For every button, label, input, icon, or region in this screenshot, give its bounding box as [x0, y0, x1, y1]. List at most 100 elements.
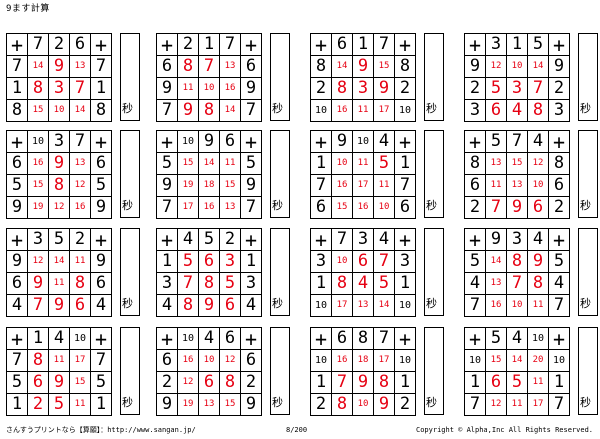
- answer-cell: 8: [374, 372, 395, 394]
- row-number: 9: [465, 56, 486, 78]
- column-number: 7: [374, 34, 395, 56]
- operator-cell: +: [311, 229, 332, 251]
- row-number: 1: [91, 78, 112, 100]
- row-number: 5: [549, 251, 570, 273]
- answer-cell: 11: [178, 78, 199, 100]
- row-number: 7: [241, 197, 262, 219]
- column-number: 2: [178, 34, 199, 56]
- answer-cell: 8: [220, 372, 241, 394]
- answer-cell: 18: [353, 350, 374, 372]
- row-number: 5: [7, 372, 28, 394]
- operator-cell: +: [241, 328, 262, 350]
- answer-cell: 5: [374, 273, 395, 295]
- answer-cell: 11: [507, 394, 528, 416]
- seconds-label: 秒: [272, 102, 283, 115]
- answer-cell: 14: [70, 100, 91, 122]
- answer-cell: 17: [178, 197, 199, 219]
- time-entry-box: [270, 228, 290, 316]
- column-number: 7: [220, 34, 241, 56]
- operator-cell: +: [311, 34, 332, 56]
- answer-cell: 11: [70, 251, 91, 273]
- row-number: 2: [395, 394, 416, 416]
- answer-cell: 3: [220, 251, 241, 273]
- answer-cell: 17: [374, 350, 395, 372]
- time-entry-box: [578, 228, 598, 316]
- operator-cell: +: [311, 328, 332, 350]
- row-number: 7: [311, 175, 332, 197]
- row-number: 5: [91, 175, 112, 197]
- column-number: 7: [332, 229, 353, 251]
- answer-cell: 9: [49, 56, 70, 78]
- time-entry-box: [270, 130, 290, 218]
- column-number: 4: [374, 131, 395, 153]
- answer-cell: 15: [28, 175, 49, 197]
- column-number: 10: [178, 131, 199, 153]
- answer-cell: 4: [353, 273, 374, 295]
- answer-cell: 6: [486, 100, 507, 122]
- answer-cell: 9: [374, 78, 395, 100]
- time-entry-box: [578, 130, 598, 218]
- answer-cell: 12: [486, 56, 507, 78]
- answer-cell: 15: [374, 56, 395, 78]
- row-number: 1: [91, 394, 112, 416]
- operator-cell: +: [91, 131, 112, 153]
- seconds-label: 秒: [272, 396, 283, 409]
- answer-cell: 8: [28, 78, 49, 100]
- answer-cell: 14: [199, 153, 220, 175]
- answer-cell: 9: [353, 56, 374, 78]
- time-entry-box: [120, 327, 140, 415]
- column-number: 4: [178, 229, 199, 251]
- row-number: 2: [311, 394, 332, 416]
- answer-cell: 8: [178, 295, 199, 317]
- answer-cell: 12: [528, 153, 549, 175]
- column-number: 5: [486, 328, 507, 350]
- answer-cell: 3: [353, 78, 374, 100]
- answer-cell: 10: [332, 251, 353, 273]
- answer-cell: 11: [374, 175, 395, 197]
- answer-cell: 14: [49, 251, 70, 273]
- row-number: 4: [549, 273, 570, 295]
- answer-cell: 5: [486, 78, 507, 100]
- seconds-label: 秒: [122, 396, 133, 409]
- answer-cell: 16: [178, 350, 199, 372]
- column-number: 1: [199, 34, 220, 56]
- row-number: 6: [157, 56, 178, 78]
- operator-cell: +: [311, 131, 332, 153]
- answer-cell: 10: [332, 153, 353, 175]
- seconds-label: 秒: [580, 297, 591, 310]
- column-number: 4: [528, 131, 549, 153]
- row-number: 1: [395, 153, 416, 175]
- row-number: 8: [311, 56, 332, 78]
- row-number: 4: [465, 273, 486, 295]
- footer-site-link[interactable]: さんすうプリントなら【算願】：http://www.sangan.jp/: [6, 426, 196, 434]
- answer-cell: 13: [220, 197, 241, 219]
- seconds-label: 秒: [426, 102, 437, 115]
- row-number: 2: [241, 372, 262, 394]
- answer-cell: 16: [353, 197, 374, 219]
- row-number: 1: [465, 372, 486, 394]
- answer-cell: 11: [486, 175, 507, 197]
- row-number: 1: [395, 273, 416, 295]
- answer-cell: 3: [49, 78, 70, 100]
- answer-cell: 8: [332, 394, 353, 416]
- answer-cell: 9: [178, 100, 199, 122]
- column-number: 2: [220, 229, 241, 251]
- seconds-label: 秒: [426, 199, 437, 212]
- row-number: 7: [91, 56, 112, 78]
- row-number: 5: [241, 153, 262, 175]
- operator-cell: +: [157, 328, 178, 350]
- answer-cell: 16: [486, 295, 507, 317]
- answer-cell: 7: [199, 56, 220, 78]
- column-number: 6: [332, 328, 353, 350]
- column-number: 9: [332, 131, 353, 153]
- row-number: 4: [157, 295, 178, 317]
- answer-cell: 13: [507, 175, 528, 197]
- seconds-label: 秒: [426, 297, 437, 310]
- answer-cell: 9: [199, 295, 220, 317]
- row-number: 6: [241, 350, 262, 372]
